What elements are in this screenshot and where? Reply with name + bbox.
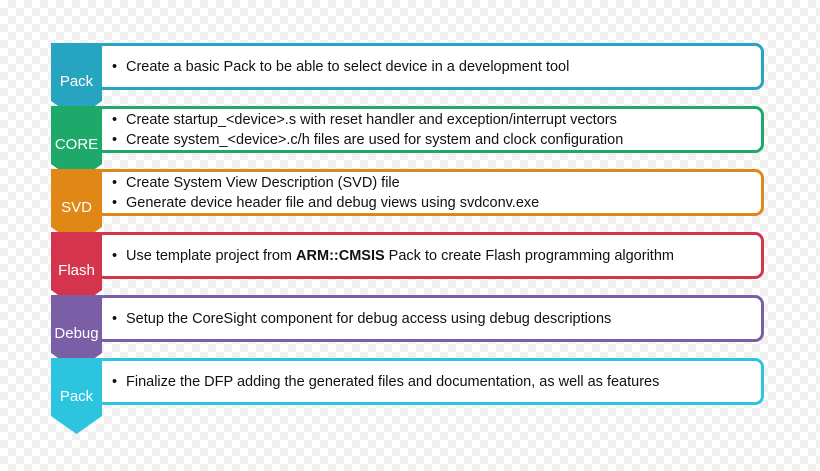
step-box: • Finalize the DFP adding the generated f…: [95, 358, 764, 405]
step-box: • Create a basic Pack to be able to selec…: [95, 43, 764, 90]
step-box: • Create startup_<device>.s with reset ha…: [95, 106, 764, 153]
bullet-dot: •: [112, 58, 118, 75]
step-box: • Setup the CoreSight component for debug…: [95, 295, 764, 342]
bullet-dot: •: [112, 247, 118, 264]
step-bullet: • Create startup_<device>.s with reset ha…: [112, 110, 761, 130]
bullet-text: Create System View Description (SVD) fil…: [126, 174, 400, 191]
step-label: Flash: [58, 262, 95, 279]
step-label: Pack: [59, 73, 94, 90]
step-box: • Create System View Description (SVD) fi…: [95, 169, 764, 216]
bullet-dot: •: [112, 131, 118, 148]
step-bullet: • Create a basic Pack to be able to selec…: [112, 57, 761, 77]
step-label: Debug: [54, 325, 99, 342]
bullet-text: Finalize the DFP adding the generated fi…: [126, 373, 660, 390]
bullet-text: Create system_<device>.c/h files are use…: [126, 131, 624, 148]
step-bullet: • Finalize the DFP adding the generated f…: [112, 372, 761, 392]
bullet-text: Create a basic Pack to be able to select…: [126, 58, 570, 75]
bullet-dot: •: [112, 310, 118, 327]
step-label: SVD: [61, 199, 92, 216]
bullet-text: Create startup_<device>.s with reset han…: [126, 111, 617, 128]
step-bullet: • Create System View Description (SVD) fi…: [112, 173, 761, 193]
step-tab: [51, 358, 102, 434]
step-bullet: • Generate device header file and debug v…: [112, 193, 761, 213]
step-label: CORE: [54, 136, 99, 153]
bullet-text: Pack to create Flash programming algorit…: [384, 247, 674, 264]
step-box: • Use template project from ARM::CMSIS Pa…: [95, 232, 764, 279]
step-bullet: • Create system_<device>.c/h files are us…: [112, 130, 761, 150]
step-bullet: • Setup the CoreSight component for debug…: [112, 309, 761, 329]
bullet-bold-text: ARM::CMSIS: [296, 247, 385, 264]
bullet-dot: •: [112, 111, 118, 128]
step-bullet: • Use template project from ARM::CMSIS Pa…: [112, 246, 761, 266]
bullet-dot: •: [112, 373, 118, 390]
bullet-text: Generate device header file and debug vi…: [126, 194, 540, 211]
bullet-text: Use template project from: [126, 247, 297, 264]
bullet-dot: •: [112, 174, 118, 191]
bullet-text: Setup the CoreSight component for debug …: [126, 310, 612, 327]
step-label: Pack: [59, 388, 94, 405]
bullet-dot: •: [112, 194, 118, 211]
